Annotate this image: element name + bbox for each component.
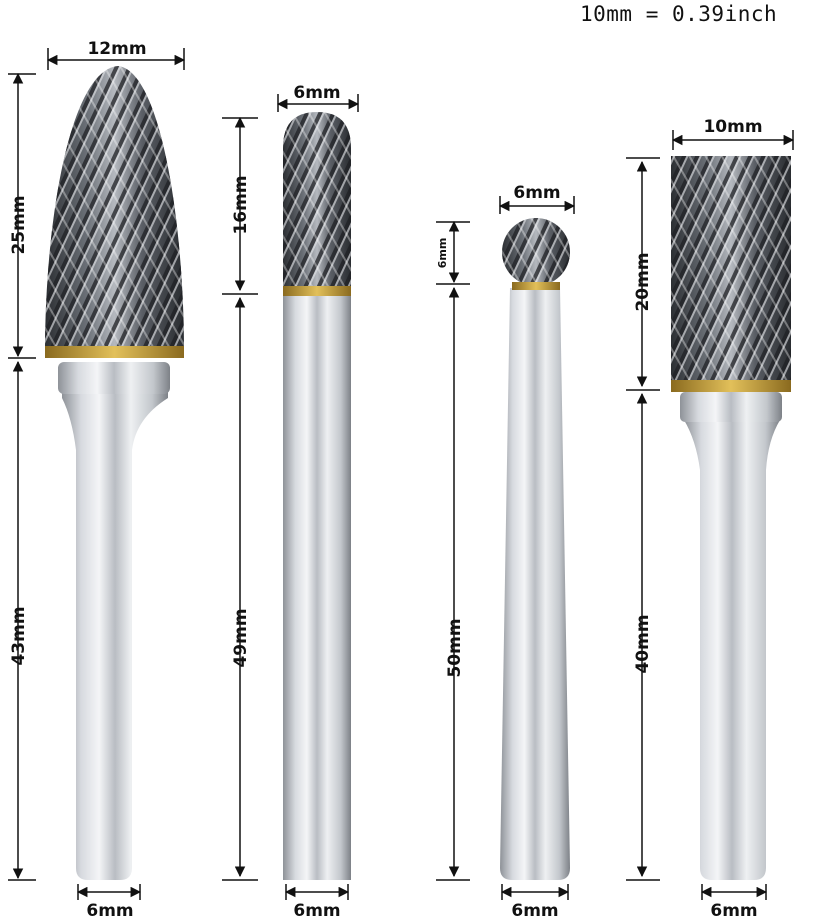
tree-burr-collar (58, 362, 170, 394)
cylinder-shank-diameter-label: 6mm (710, 901, 757, 921)
ball-nose-head-length-label: 16mm (231, 175, 251, 234)
ball-burr (500, 218, 570, 880)
dimension-lines (8, 48, 795, 900)
tree-burr-head-width-label: 12mm (87, 39, 146, 59)
ball-head-length-label: 6mm (436, 238, 449, 269)
ball-shank-diameter-label: 6mm (511, 901, 558, 921)
tree-burr-shank-diameter-label: 6mm (86, 901, 133, 921)
ball-nose-shank-length-label: 49mm (231, 608, 251, 667)
ball-nose-shank-diameter-label: 6mm (293, 901, 340, 921)
tree-burr-head-length-label: 25mm (9, 195, 29, 254)
cylinder-head-width-label: 10mm (703, 117, 762, 137)
conversion-note: 10mm = 0.39inch (580, 2, 778, 26)
cylinder-burr (671, 156, 791, 880)
cylinder-head-length-label: 20mm (633, 252, 653, 311)
cylinder-shank-length-label: 40mm (633, 614, 653, 673)
ball-head-width-label: 6mm (513, 183, 560, 203)
cylinder-ball-nose-burr (283, 112, 351, 880)
ball-nose-head-width-label: 6mm (293, 83, 340, 103)
tree-burr-braze (45, 346, 184, 358)
tree-burr-shank-length-label: 43mm (9, 606, 29, 665)
tree-burr (45, 66, 184, 880)
ball-shank-length-label: 50mm (445, 618, 465, 677)
